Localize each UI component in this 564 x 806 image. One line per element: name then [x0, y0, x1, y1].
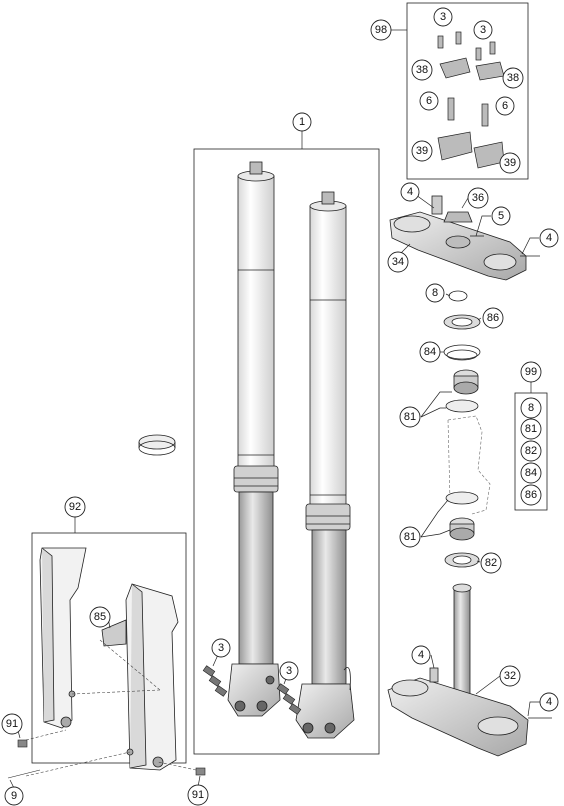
svg-text:5: 5 — [498, 210, 504, 222]
callout-99: 99 — [520, 361, 542, 383]
upper-triple-clamp — [389, 195, 540, 281]
fork-guard-frame — [31, 532, 187, 764]
callout-1: 1 — [292, 112, 312, 132]
left-fork-leg — [227, 161, 281, 717]
svg-text:3: 3 — [440, 11, 446, 23]
callout-bubbles: 1 3 3 3 3 4 4 4 4 5 6 6 8 9 32 34 36 38 … — [1, 7, 559, 806]
svg-text:81: 81 — [404, 531, 416, 543]
svg-text:4: 4 — [407, 186, 413, 198]
callout-8: 8 — [425, 283, 445, 303]
lower-bearing — [445, 491, 479, 541]
svg-text:34: 34 — [392, 256, 404, 268]
svg-text:3: 3 — [286, 665, 292, 677]
callout-9: 9 — [4, 786, 24, 806]
kit-item-86: 86 — [520, 484, 542, 506]
svg-text:82: 82 — [485, 557, 497, 569]
callout-4: 4 — [539, 692, 559, 712]
svg-text:6: 6 — [426, 95, 432, 107]
svg-text:81: 81 — [404, 411, 416, 423]
callout-86: 86 — [482, 307, 504, 329]
svg-text:86: 86 — [487, 312, 499, 324]
svg-text:38: 38 — [507, 72, 519, 84]
svg-text:4: 4 — [418, 649, 424, 661]
svg-text:85: 85 — [94, 611, 106, 623]
guard-screws — [7, 739, 206, 779]
dust-seal — [443, 314, 481, 330]
callout-39: 39 — [411, 140, 433, 162]
kit-item-82: 82 — [520, 440, 542, 462]
svg-text:36: 36 — [472, 192, 484, 204]
svg-text:8: 8 — [528, 402, 534, 414]
callout-39: 39 — [499, 152, 521, 174]
callout-34: 34 — [387, 251, 409, 273]
callout-3: 3 — [279, 661, 299, 681]
svg-text:4: 4 — [546, 232, 552, 244]
callout-3: 3 — [473, 20, 493, 40]
callout-81: 81 — [399, 526, 421, 548]
fork-guards — [39, 547, 179, 771]
svg-text:3: 3 — [218, 642, 224, 654]
callout-98: 98 — [370, 19, 392, 41]
loose-ring — [138, 434, 176, 456]
callout-4: 4 — [539, 228, 559, 248]
svg-text:82: 82 — [525, 445, 537, 457]
callout-36: 36 — [467, 187, 489, 209]
handlebar-clamp-kit-frame — [406, 2, 529, 180]
callout-92: 92 — [64, 496, 86, 518]
callout-3: 3 — [433, 7, 453, 27]
callout-6: 6 — [495, 96, 515, 116]
kit-item-8: 8 — [520, 397, 542, 419]
axle-clamp-screws — [202, 665, 302, 715]
kit-item-84: 84 — [520, 462, 542, 484]
svg-text:8: 8 — [432, 287, 438, 299]
callout-6: 6 — [419, 91, 439, 111]
right-fork-leg — [295, 191, 355, 739]
callout-91: 91 — [187, 784, 209, 806]
bearing-kit-list: 8 81 82 84 86 — [520, 397, 542, 506]
callout-81: 81 — [399, 406, 421, 428]
svg-text:9: 9 — [11, 790, 17, 802]
callout-3: 3 — [211, 638, 231, 658]
svg-text:3: 3 — [480, 24, 486, 36]
callout-91: 91 — [1, 713, 23, 735]
guard-guide-lines — [25, 639, 197, 777]
callout-84: 84 — [419, 341, 441, 363]
svg-text:91: 91 — [6, 718, 18, 730]
svg-text:81: 81 — [525, 423, 537, 435]
svg-text:98: 98 — [375, 24, 387, 36]
callout-38: 38 — [411, 59, 433, 81]
svg-text:86: 86 — [525, 489, 537, 501]
svg-text:38: 38 — [416, 64, 428, 76]
callout-38: 38 — [502, 67, 524, 89]
lower-triple-clamp — [387, 583, 552, 757]
callout-4: 4 — [411, 645, 431, 665]
svg-text:39: 39 — [416, 145, 428, 157]
svg-text:1: 1 — [299, 116, 305, 128]
callout-85: 85 — [89, 606, 111, 628]
lower-dust-seal — [444, 552, 480, 568]
svg-text:32: 32 — [504, 670, 516, 682]
kit-item-81: 81 — [520, 418, 542, 440]
group-frames — [31, 2, 548, 764]
callout-82: 82 — [480, 552, 502, 574]
upper-bearing — [445, 369, 479, 413]
o-ring — [448, 290, 468, 302]
svg-text:4: 4 — [546, 696, 552, 708]
steering-stem-outline — [447, 415, 491, 515]
callout-5: 5 — [491, 206, 511, 226]
handlebar-clamp-kit-parts — [437, 31, 505, 169]
svg-text:99: 99 — [525, 366, 537, 378]
svg-text:84: 84 — [424, 346, 436, 358]
svg-text:39: 39 — [504, 157, 516, 169]
svg-text:92: 92 — [69, 501, 81, 513]
fork-assembly-frame — [193, 148, 380, 755]
callout-32: 32 — [499, 665, 521, 687]
callout-4: 4 — [400, 182, 420, 202]
bearing-race-ring — [443, 344, 481, 361]
svg-text:91: 91 — [192, 789, 204, 801]
svg-text:84: 84 — [525, 467, 537, 479]
svg-text:6: 6 — [502, 100, 508, 112]
